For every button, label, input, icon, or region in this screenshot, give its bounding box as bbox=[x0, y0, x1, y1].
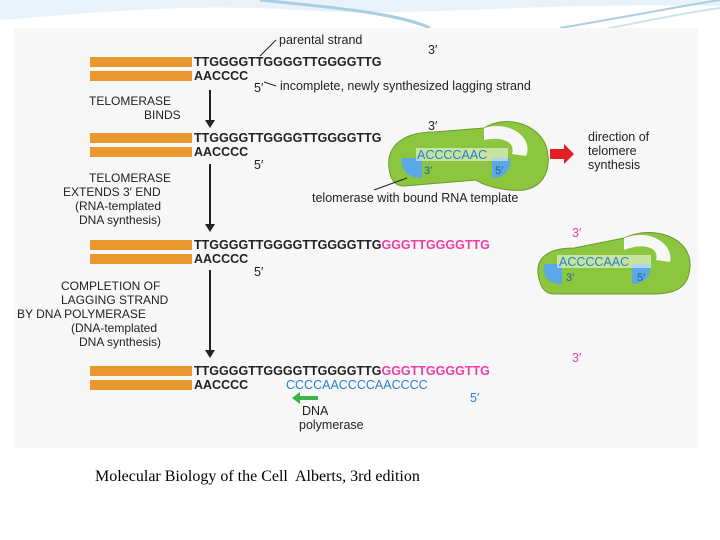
telomerase-diagram: TTGGGGTTGGGGTTGGGGTTG AACCCC 3′ 5′ paren… bbox=[17, 33, 691, 432]
rna-template-lobe-right-1 bbox=[492, 158, 511, 178]
step3-label-line3: BY DNA POLYMERASE bbox=[17, 307, 146, 321]
row4-new-lagging-seq: CCCCAACCCCAACCCC bbox=[286, 378, 428, 392]
rna-5prime-1: 5′ bbox=[495, 165, 503, 177]
step2-label-line1: TELOMERASE bbox=[89, 171, 171, 185]
row1-parental-seq: TTGGGGTTGGGGTTGGGGTTG bbox=[194, 55, 381, 69]
rna-template-box-2 bbox=[557, 255, 651, 268]
direction-label-line1: direction of bbox=[588, 130, 650, 144]
figure-caption: Molecular Biology of the Cell Alberts, 3… bbox=[95, 468, 420, 485]
rna-template-seq-1: ACCCCAAC bbox=[417, 148, 487, 162]
rna-template-lobe-left-1 bbox=[401, 158, 422, 178]
telomerase-hook-2 bbox=[624, 234, 671, 262]
row2-parental-bar bbox=[90, 133, 192, 143]
row2-parental-seq: TTGGGGTTGGGGTTGGGGTTG bbox=[194, 131, 381, 145]
row4-extension: GGGTTGGGGTTG bbox=[381, 364, 489, 378]
dna-polymerase-label-line2: polymerase bbox=[299, 418, 364, 432]
step-arrow-3 bbox=[205, 270, 215, 358]
direction-label-line2: telomere bbox=[588, 144, 637, 158]
lagging-pointer bbox=[263, 81, 277, 87]
rna-template-lobe-left-2 bbox=[543, 264, 562, 284]
rna-5prime-2: 5′ bbox=[637, 272, 645, 284]
row4-5prime: 5′ bbox=[470, 391, 480, 405]
step3-label-line1: COMPLETION OF bbox=[61, 279, 160, 293]
step3-label-line4: (DNA-templated bbox=[71, 321, 157, 335]
row4-lagging-bar bbox=[90, 380, 192, 390]
row3-lagging-bar bbox=[90, 254, 192, 264]
step1-label-line1: TELOMERASE bbox=[89, 94, 171, 108]
incomplete-lagging-label: incomplete, newly synthesized lagging st… bbox=[280, 79, 531, 93]
telomerase-rna-pointer bbox=[373, 177, 408, 191]
parental-strand-label: parental strand bbox=[279, 33, 362, 47]
rna-3prime-2: 3′ bbox=[566, 272, 574, 284]
rna-template-lobe-right-2 bbox=[632, 264, 651, 284]
row3-parental-seq: TTGGGGTTGGGGTTGGGGTTGGGGTTGGGGTTG bbox=[194, 238, 490, 252]
row2-5prime: 5′ bbox=[254, 158, 264, 172]
row-4-dna: TTGGGGTTGGGGTTGGGGTTGGGGTTGGGGTTG AACCCC… bbox=[90, 351, 582, 405]
row2-3prime: 3′ bbox=[428, 119, 438, 133]
row-2-dna: TTGGGGTTGGGGTTGGGGTTG AACCCC 3′ 5′ bbox=[90, 119, 438, 172]
row4-parental-bar bbox=[90, 366, 192, 376]
row3-parental-bar bbox=[90, 240, 192, 250]
row1-lagging-seq: AACCCC bbox=[194, 69, 248, 83]
dna-polymerase-arrow bbox=[292, 392, 318, 404]
telomerase-enzyme-1: ACCCCAAC 3′ 5′ bbox=[388, 121, 549, 191]
row3-5prime: 5′ bbox=[254, 265, 264, 279]
row4-3prime: 3′ bbox=[572, 351, 582, 365]
row-1-dna: TTGGGGTTGGGGTTGGGGTTG AACCCC 3′ 5′ paren… bbox=[90, 33, 531, 95]
telomerase-enzyme-2: ACCCCAAC 3′ 5′ bbox=[537, 232, 691, 295]
row-3-dna: TTGGGGTTGGGGTTGGGGTTGGGGTTGGGGTTG AACCCC… bbox=[90, 226, 582, 279]
top-swoosh-line bbox=[259, 0, 431, 30]
direction-arrow bbox=[550, 144, 574, 164]
right-swoosh-2 bbox=[599, 7, 720, 31]
direction-label-line3: synthesis bbox=[588, 158, 640, 172]
step1-label-line2: BINDS bbox=[144, 108, 181, 122]
step-arrow-2 bbox=[205, 164, 215, 232]
row3-extension: GGGTTGGGGTTG bbox=[381, 238, 489, 252]
step2-label-line3: (RNA-templated bbox=[75, 199, 161, 213]
step3-label-line5: DNA synthesis) bbox=[79, 335, 161, 349]
telomerase-hook-1 bbox=[484, 126, 528, 156]
row1-3prime: 3′ bbox=[428, 43, 438, 57]
row1-parental-bar bbox=[90, 57, 192, 67]
row3-parental-original: TTGGGGTTGGGGTTGGGGTTG bbox=[194, 238, 381, 252]
row2-lagging-bar bbox=[90, 147, 192, 157]
row1-5prime: 5′ bbox=[254, 81, 264, 95]
right-swoosh bbox=[559, 0, 720, 29]
row1-lagging-bar bbox=[90, 71, 192, 81]
row3-lagging-seq: AACCCC bbox=[194, 252, 248, 266]
dna-polymerase-label-line1: DNA bbox=[302, 404, 329, 418]
parental-strand-pointer bbox=[259, 39, 277, 57]
telomerase-figure: TTGGGGTTGGGGTTGGGGTTG AACCCC 3′ 5′ paren… bbox=[14, 28, 698, 448]
row4-parental-original: TTGGGGTTGGGGTTGGGGTTG bbox=[194, 364, 381, 378]
row3-3prime: 3′ bbox=[572, 226, 582, 240]
row2-lagging-seq: AACCCC bbox=[194, 145, 248, 159]
step3-label-line2: LAGGING STRAND bbox=[61, 293, 169, 307]
step2-label-line4: DNA synthesis) bbox=[79, 213, 161, 227]
rna-3prime-1: 3′ bbox=[424, 165, 432, 177]
row4-lagging-seq: AACCCC bbox=[194, 378, 248, 392]
step2-label-line2: EXTENDS 3′ END bbox=[63, 185, 161, 199]
row4-parental-seq: TTGGGGTTGGGGTTGGGGTTGGGGTTGGGGTTG bbox=[194, 364, 490, 378]
rna-template-seq-2: ACCCCAAC bbox=[559, 255, 629, 269]
telomerase-rna-label: telomerase with bound RNA template bbox=[312, 191, 518, 205]
rna-template-box-1 bbox=[416, 148, 508, 161]
step-arrow-1 bbox=[205, 90, 215, 128]
